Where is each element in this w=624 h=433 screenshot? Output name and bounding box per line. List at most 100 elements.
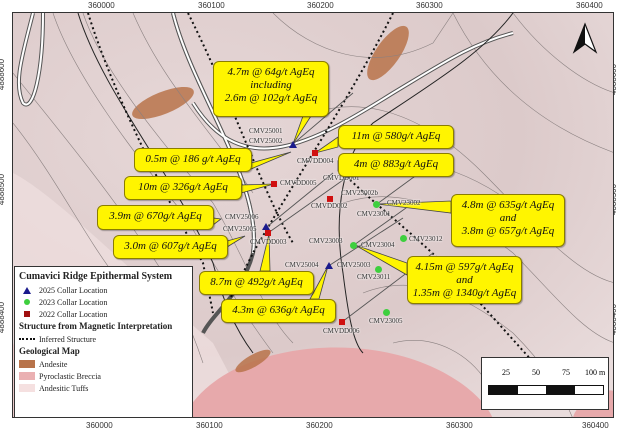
scale-bar-segments [488, 385, 604, 395]
y-tick-left: 4888600 [0, 58, 7, 91]
collar-label: CMV23012 [409, 235, 443, 243]
legend-item-2022: 2022 Collar Location [19, 308, 188, 320]
legend-label: 2025 Collar Location [39, 285, 108, 295]
callout-line: 3.9m @ 670g/t AgEq [109, 210, 202, 222]
assay-callout: 3.0m @ 607g/t AgEq [113, 235, 228, 259]
x-tick-top: 360000 [88, 1, 115, 10]
callout-line: 4.8m @ 635g/t AgEq [461, 199, 555, 211]
collar-2023-marker[interactable] [375, 266, 382, 273]
collar-2022-marker[interactable] [271, 181, 277, 187]
legend-heading: Geological Map [19, 346, 80, 356]
callout-line: 3.0m @ 607g/t AgEq [124, 240, 217, 252]
legend-item-2023: 2023 Collar Location [19, 296, 188, 308]
circle-icon [24, 299, 30, 305]
collar-2022-marker[interactable] [339, 319, 345, 325]
assay-callout: 4.3m @ 636g/t AgEq [221, 299, 336, 323]
assay-callout: 3.9m @ 670g/t AgEq [97, 205, 214, 230]
scale-tick: 100 m [585, 368, 606, 377]
collar-label: CMVDD002 [311, 202, 348, 210]
collar-label: CMVDD004 [297, 157, 334, 165]
collar-label: CMV23011 [357, 273, 391, 281]
collar-label: CMV23002b [341, 189, 378, 197]
collar-label: CMV25006 [225, 213, 259, 221]
x-tick-bottom: 360400 [582, 421, 609, 430]
pyroclastic-breccia-area [184, 347, 493, 417]
collar-label: CMV23004 [361, 241, 395, 249]
x-tick-top: 360400 [576, 1, 603, 10]
x-tick-bottom: 360200 [306, 421, 333, 430]
callout-line: 4.3m @ 636g/t AgEq [232, 304, 325, 316]
collar-2023-marker[interactable] [400, 235, 407, 242]
x-tick-bottom: 360300 [446, 421, 473, 430]
legend-label: Andesite [39, 359, 68, 369]
callout-line: including [250, 79, 292, 91]
x-tick-top: 360200 [307, 1, 334, 10]
collar-2022-marker[interactable] [265, 230, 271, 236]
legend-item-2025: 2025 Collar Location [19, 284, 188, 296]
collar-2025-marker[interactable] [262, 223, 270, 230]
x-tick-top: 360300 [416, 1, 443, 10]
square-icon [24, 311, 30, 317]
callout-line: 8.7m @ 492g/t AgEq [210, 276, 303, 288]
collar-label: CMV25004 [285, 261, 319, 269]
callout-line: 4.15m @ 597g/t AgEq [415, 261, 514, 273]
collar-label: CMV23002 [387, 199, 421, 207]
collar-label: CMV25002 [249, 137, 283, 145]
legend-label: 2023 Collar Location [39, 297, 108, 307]
callout-line: 2.6m @ 102g/t AgEq [224, 92, 318, 104]
collar-2023-marker[interactable] [383, 309, 390, 316]
legend-label: Andesitic Tuffs [39, 383, 89, 393]
road [172, 13, 255, 254]
collar-2025-marker[interactable] [325, 262, 333, 269]
dashed-line-icon [19, 338, 35, 340]
assay-callout: 11m @ 580g/t AgEq [338, 125, 454, 149]
collar-2022-marker[interactable] [312, 150, 318, 156]
road [17, 13, 44, 106]
andesite-area [367, 25, 409, 81]
collar-label: CMVDD005 [280, 179, 317, 187]
callout-line: 4m @ 883g/t AgEq [353, 158, 439, 170]
map-legend: Cumavici Ridge Epithermal System 2025 Co… [14, 266, 193, 418]
x-tick-top: 360100 [198, 1, 225, 10]
legend-label: Pyroclastic Breccia [39, 371, 101, 381]
legend-heading: Structure from Magnetic Interpretation [19, 321, 173, 331]
collar-label: CMV23005 [369, 317, 403, 325]
scale-bar: 25 50 75 100 m [481, 357, 609, 410]
callout-line: 11m @ 580g/t AgEq [351, 130, 441, 142]
breccia-swatch [19, 372, 35, 380]
callout-line: and [499, 212, 517, 224]
collar-2025-marker[interactable] [289, 141, 297, 148]
legend-label: Inferred Structure [39, 334, 97, 344]
collar-2022-marker[interactable] [327, 196, 333, 202]
collar-2023-marker[interactable] [373, 201, 380, 208]
andesite-swatch [19, 360, 35, 368]
road [192, 32, 514, 150]
x-tick-bottom: 360000 [86, 421, 113, 430]
scale-tick: 25 [502, 368, 510, 377]
scale-tick: 50 [532, 368, 540, 377]
north-arrow-icon [572, 22, 598, 59]
tuffs-swatch [19, 384, 35, 392]
collar-label: CMV23003 [309, 237, 343, 245]
assay-callout: 10m @ 326g/t AgEq [124, 176, 242, 200]
assay-callout: 0.5m @ 186 g/t AgEq [134, 148, 252, 172]
legend-item-breccia: Pyroclastic Breccia [19, 370, 188, 382]
callout-line: and [456, 274, 473, 286]
callout-line: 3.8m @ 657g/t AgEq [461, 225, 555, 237]
y-tick-left: 4888400 [0, 301, 7, 334]
legend-item-tuffs: Andesitic Tuffs [19, 382, 188, 394]
collar-label: CMV25001 [249, 127, 283, 135]
callout-line: 10m @ 326g/t AgEq [138, 181, 228, 193]
andesite-area [132, 86, 194, 120]
collar-label: CMVDD006 [323, 327, 360, 335]
collar-label: CMV23001 [357, 210, 391, 218]
legend-title: Cumavici Ridge Epithermal System [19, 271, 173, 282]
legend-item-inferred: Inferred Structure [19, 333, 188, 345]
collar-2023-marker[interactable] [350, 242, 357, 249]
scale-tick: 75 [562, 368, 570, 377]
callout-line: 4.7m @ 64g/t AgEq [227, 66, 315, 78]
collar-label: CMVDD003 [250, 238, 287, 246]
x-tick-bottom: 360100 [196, 421, 223, 430]
